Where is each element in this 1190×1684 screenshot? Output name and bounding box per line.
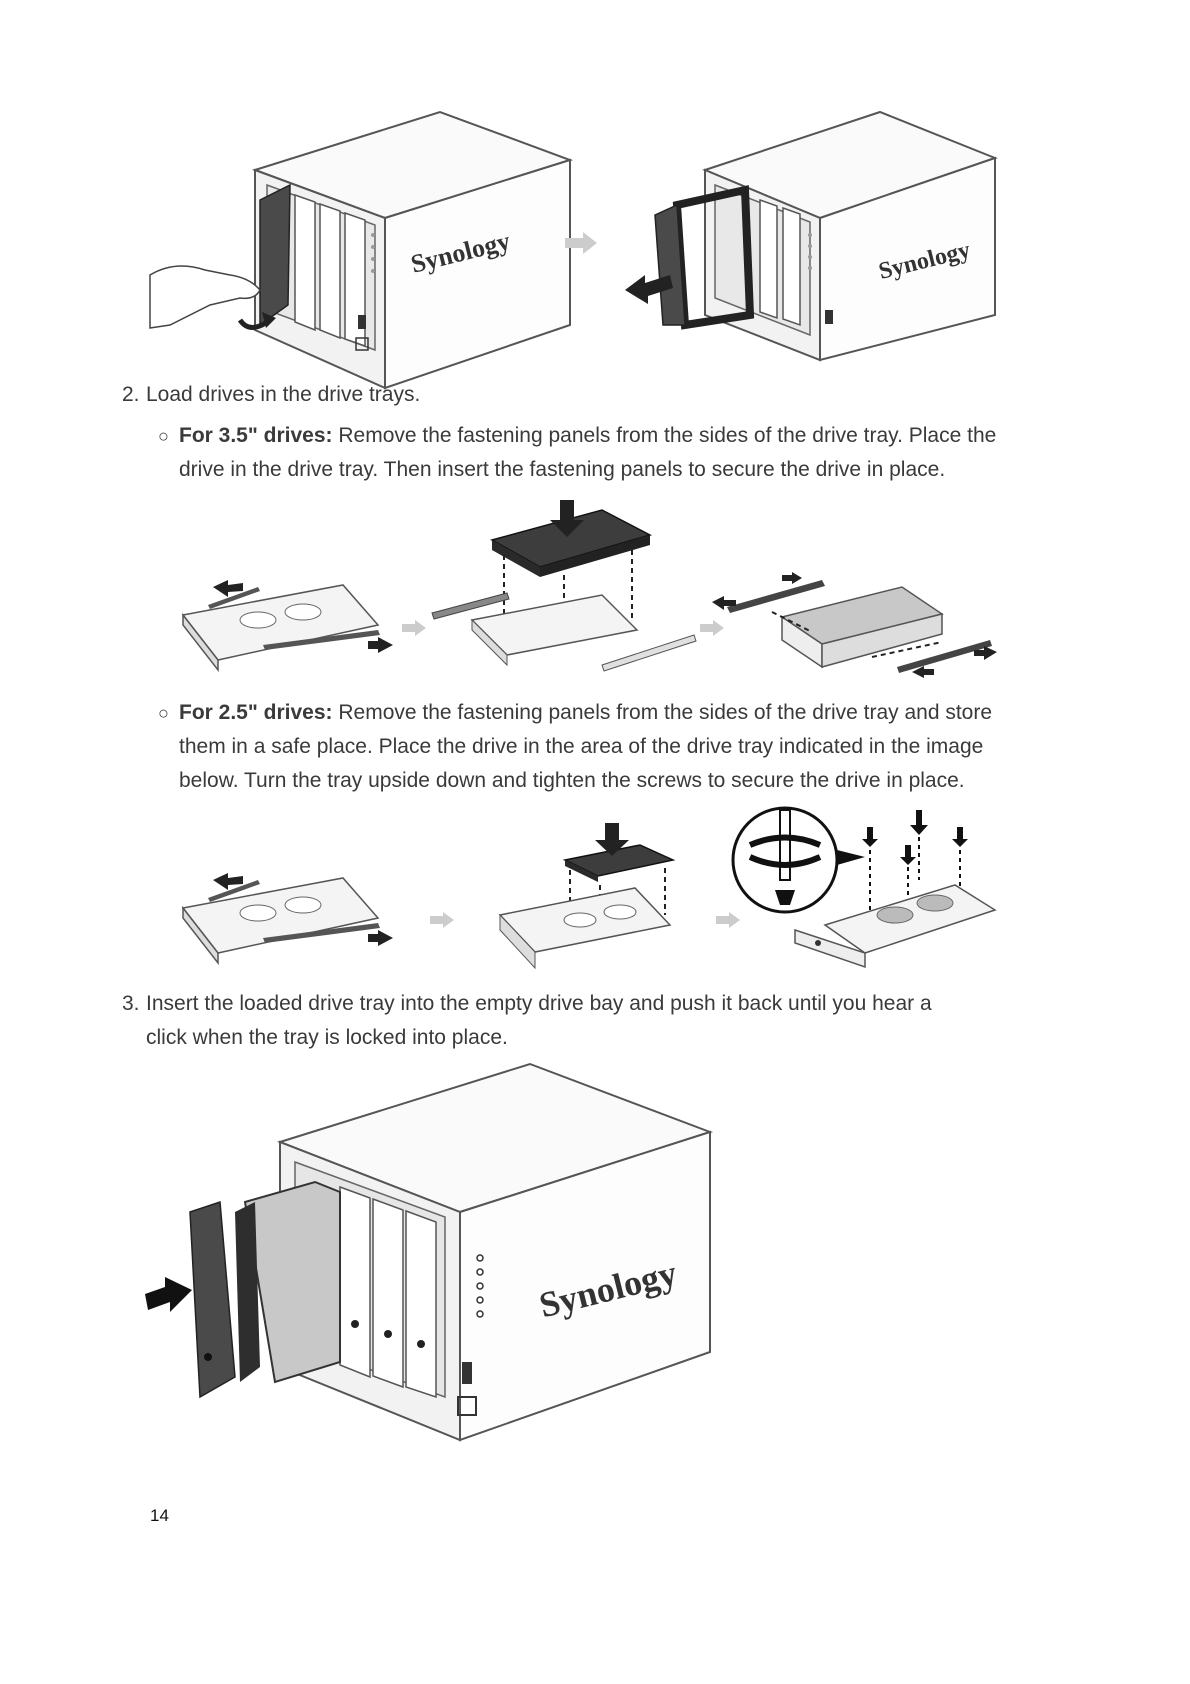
- step-3-text: Insert the loaded drive tray into the em…: [146, 992, 932, 1049]
- drive-tray-panels-removed-illustration: [181, 580, 393, 673]
- step-2-text: Load drives in the drive trays.: [146, 383, 421, 406]
- step-3-number: 3.: [122, 992, 140, 1015]
- bullet-2-5-drives: For 2.5" drives: Remove the fastening pa…: [179, 696, 999, 798]
- bullet-2-5-text: Remove the fastening panels from the sid…: [179, 701, 993, 792]
- gray-arrow-icon: [565, 232, 597, 254]
- gray-arrow-icon: [716, 912, 740, 928]
- bullet-3-5-label: For 3.5" drives:: [179, 424, 333, 447]
- step-2-number: 2.: [122, 383, 140, 406]
- bullet-icon: ○: [158, 703, 169, 723]
- bullet-2-5-label: For 2.5" drives:: [179, 701, 333, 724]
- gray-arrow-icon: [430, 912, 454, 928]
- drive-3-5-insert-illustration: [431, 500, 697, 672]
- drive-2-5-insert-illustration: [498, 823, 676, 970]
- nas-pulled-tray-illustration: [625, 110, 998, 362]
- nas-insert-tray-illustration: [145, 1062, 714, 1442]
- bullet-3-5-drives: For 3.5" drives: Remove the fastening pa…: [179, 419, 999, 487]
- drive-tray-panels-removed-illustration: [181, 873, 393, 966]
- drive-2-5-screw-illustration: [731, 806, 997, 969]
- drive-3-5-secured-illustration: [712, 572, 997, 678]
- bullet-icon: ○: [158, 426, 169, 446]
- gray-arrow-icon: [402, 620, 426, 636]
- nas-open-tray-illustration: [149, 110, 574, 390]
- bullet-3-5-text: Remove the fastening panels from the sid…: [179, 424, 997, 481]
- gray-arrow-icon: [700, 620, 724, 636]
- page-number: 14: [150, 1506, 169, 1525]
